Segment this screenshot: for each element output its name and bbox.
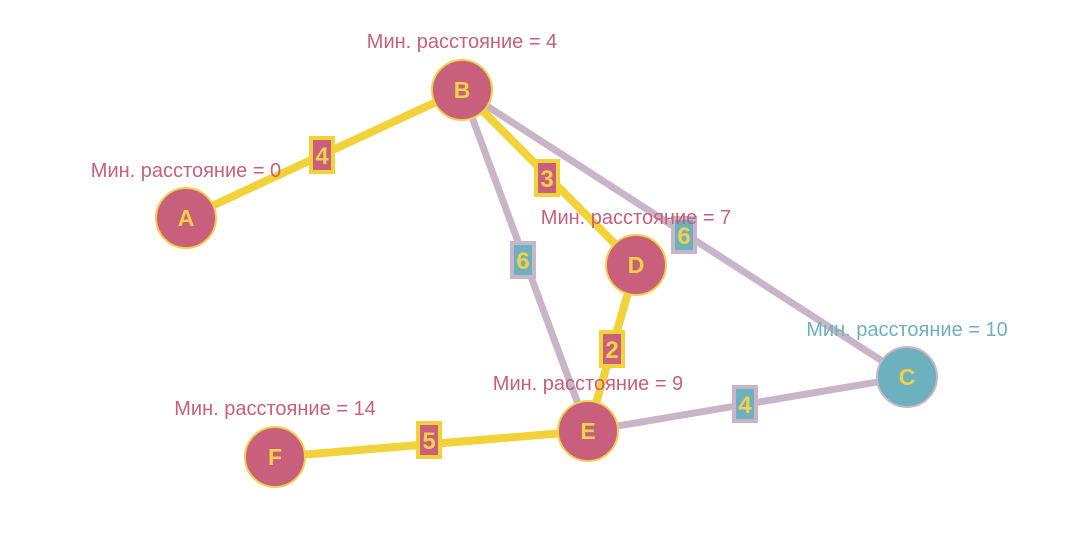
node-circle[interactable] (244, 426, 306, 488)
distance-label-b: Мин. расстояние = 4 (367, 31, 557, 53)
weight-value: 5 (422, 428, 435, 455)
distance-label-f: Мин. расстояние = 14 (174, 398, 376, 420)
weight-badge-b-d: 3 (534, 159, 560, 197)
node-label: D (628, 252, 645, 278)
weight-box (510, 241, 536, 279)
node-label: E (580, 418, 595, 444)
node-circle[interactable] (557, 400, 619, 462)
node-f[interactable]: F (244, 426, 306, 488)
weight-badge-e-c: 4 (732, 385, 758, 423)
distance-label-c: Мин. расстояние = 10 (806, 319, 1008, 341)
node-label: A (178, 205, 195, 231)
node-c[interactable]: C (876, 346, 938, 408)
node-label: B (454, 77, 471, 103)
weight-value: 6 (516, 248, 529, 275)
node-b[interactable]: B (431, 59, 493, 121)
weight-box (599, 330, 625, 368)
weight-box (671, 216, 697, 254)
weight-box (732, 385, 758, 423)
weight-badge-b-c: 6 (671, 216, 697, 254)
node-d[interactable]: D (605, 234, 667, 296)
weight-box (309, 136, 335, 174)
weight-badge-a-b: 4 (309, 136, 335, 174)
node-e[interactable]: E (557, 400, 619, 462)
weights-layer: 4 3 6 6 2 4 5 (309, 136, 758, 459)
node-circle[interactable] (876, 346, 938, 408)
node-a[interactable]: A (155, 187, 217, 249)
weight-value: 4 (738, 392, 752, 419)
weight-value: 6 (677, 223, 690, 250)
node-label: F (268, 444, 282, 470)
distance-label-a: Мин. расстояние = 0 (91, 160, 281, 182)
distance-label-d: Мин. расстояние = 7 (541, 207, 731, 229)
node-circle[interactable] (155, 187, 217, 249)
weight-badge-d-e: 2 (599, 330, 625, 368)
weight-box (416, 421, 442, 459)
nodes-layer: A B C D E F (155, 59, 938, 488)
weight-value: 2 (605, 337, 618, 364)
node-circle[interactable] (431, 59, 493, 121)
weight-box (534, 159, 560, 197)
node-circle[interactable] (605, 234, 667, 296)
weight-value: 4 (315, 143, 329, 170)
node-label: C (899, 364, 916, 390)
weight-badge-e-f: 5 (416, 421, 442, 459)
labels-layer: Мин. расстояние = 0 Мин. расстояние = 4 Ми… (91, 31, 1008, 420)
distance-label-e: Мин. расстояние = 9 (493, 373, 683, 395)
weight-value: 3 (540, 166, 553, 193)
weight-badge-b-e: 6 (510, 241, 536, 279)
